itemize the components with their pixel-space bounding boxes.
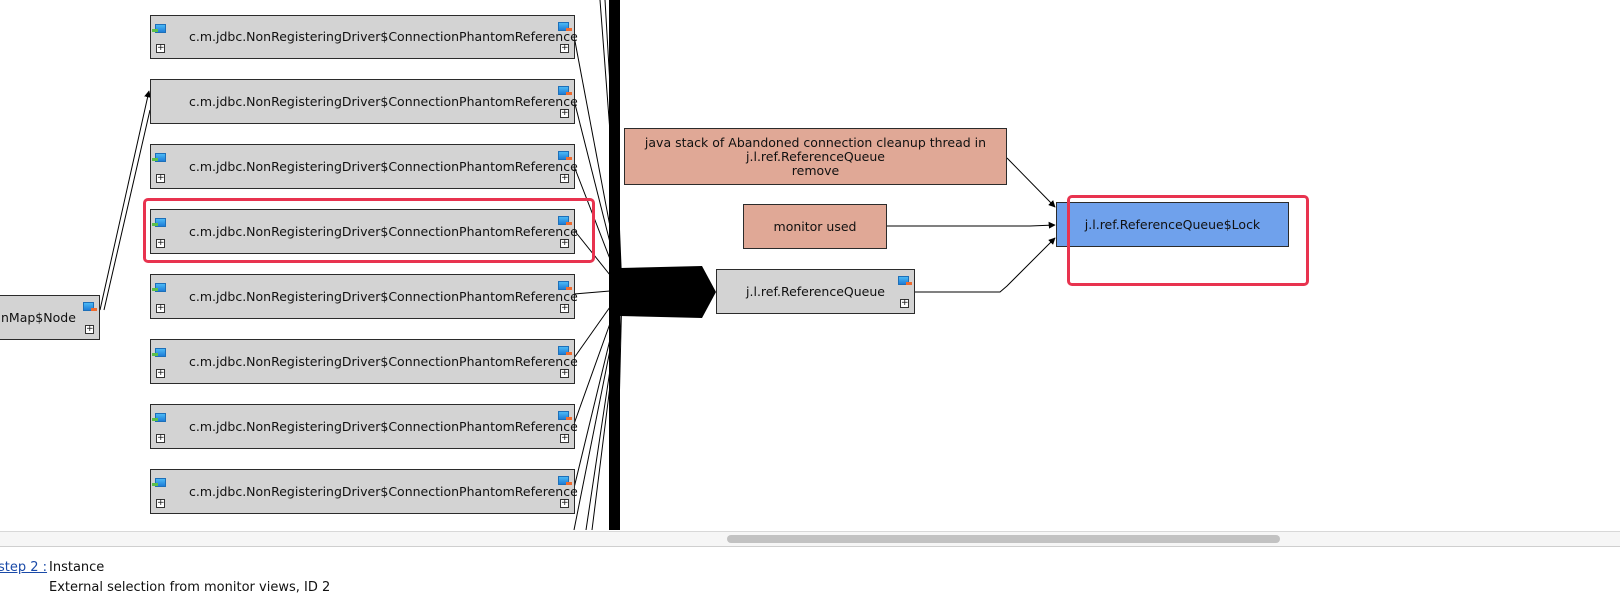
node-label: c.m.jdbc.NonRegisteringDriver$Connection… [189, 418, 578, 434]
expand-icon[interactable] [560, 174, 569, 183]
node-label: c.m.jdbc.NonRegisteringDriver$Connection… [189, 93, 578, 109]
hashmap-node[interactable]: nMap$Node [0, 295, 100, 340]
expand-icon[interactable] [85, 325, 94, 334]
object-graph[interactable]: nMap$Node c.m.jdbc.NonRegisteringDriver$… [0, 0, 1620, 530]
outgoing-refs-icon[interactable] [898, 276, 912, 285]
node-label: c.m.jdbc.NonRegisteringDriver$Connection… [189, 353, 578, 369]
outgoing-refs-icon[interactable] [558, 22, 572, 31]
expand-icon[interactable] [560, 499, 569, 508]
node-label: c.m.jdbc.NonRegisteringDriver$Connection… [189, 158, 578, 174]
expand-icon[interactable] [156, 434, 165, 443]
step-type: Instance [49, 560, 105, 575]
outgoing-refs-icon[interactable] [83, 302, 97, 311]
expand-icon[interactable] [560, 369, 569, 378]
incoming-refs-icon[interactable] [152, 24, 166, 33]
java-stack-line-2: j.l.ref.ReferenceQueue [746, 148, 885, 164]
expand-icon[interactable] [900, 299, 909, 308]
expand-icon[interactable] [560, 239, 569, 248]
scrollbar-thumb[interactable] [727, 535, 1280, 543]
expand-icon[interactable] [156, 239, 165, 248]
phantom-reference-node[interactable]: c.m.jdbc.NonRegisteringDriver$Connection… [150, 404, 578, 449]
hashmap-node-label: nMap$Node [1, 309, 76, 325]
step-detail: External selection from monitor views, I… [49, 580, 331, 595]
java-stack-node[interactable]: java stack of Abandoned connection clean… [624, 128, 1007, 185]
expand-icon[interactable] [156, 174, 165, 183]
phantom-reference-node[interactable]: c.m.jdbc.NonRegisteringDriver$Connection… [150, 469, 578, 514]
graph-edges [99, 0, 1056, 530]
horizontal-scrollbar[interactable] [0, 531, 1620, 547]
expand-icon[interactable] [560, 109, 569, 118]
outgoing-refs-icon[interactable] [558, 476, 572, 485]
node-label: c.m.jdbc.NonRegisteringDriver$Connection… [189, 288, 578, 304]
outgoing-refs-icon[interactable] [558, 281, 572, 290]
outgoing-refs-icon[interactable] [558, 346, 572, 355]
node-label: c.m.jdbc.NonRegisteringDriver$Connection… [189, 223, 578, 239]
node-label: c.m.jdbc.NonRegisteringDriver$Connection… [189, 29, 578, 44]
step-link[interactable]: step 2 : [0, 560, 48, 575]
incoming-refs-icon[interactable] [152, 478, 166, 487]
expand-icon[interactable] [156, 369, 165, 378]
reference-queue-label: j.l.ref.ReferenceQueue [746, 283, 885, 299]
node-label: c.m.jdbc.NonRegisteringDriver$Connection… [189, 483, 578, 499]
monitor-used-node[interactable]: monitor used [743, 204, 887, 249]
outgoing-refs-icon[interactable] [558, 86, 572, 95]
java-stack-line-3: remove [791, 162, 840, 178]
phantom-reference-node[interactable]: c.m.jdbc.NonRegisteringDriver$Connection… [150, 15, 578, 59]
outgoing-refs-icon[interactable] [558, 411, 572, 420]
selection-highlight [143, 198, 595, 263]
phantom-reference-node-selected[interactable]: c.m.jdbc.NonRegisteringDriver$Connection… [150, 209, 578, 254]
reference-queue-lock-label: j.l.ref.ReferenceQueue$Lock [1084, 216, 1261, 232]
incoming-refs-icon[interactable] [152, 283, 166, 292]
phantom-reference-node[interactable]: c.m.jdbc.NonRegisteringDriver$Connection… [150, 339, 578, 384]
outgoing-refs-icon[interactable] [558, 151, 572, 160]
outgoing-refs-icon[interactable] [558, 216, 572, 225]
incoming-refs-icon[interactable] [152, 348, 166, 357]
incoming-refs-icon[interactable] [152, 153, 166, 162]
phantom-reference-node[interactable]: c.m.jdbc.NonRegisteringDriver$Connection… [150, 274, 578, 319]
expand-icon[interactable] [156, 44, 165, 53]
expand-icon[interactable] [156, 304, 165, 313]
step-panel: step 2 : Instance External selection fro… [0, 547, 1620, 595]
expand-icon[interactable] [560, 304, 569, 313]
reference-queue-lock-node[interactable]: j.l.ref.ReferenceQueue$Lock [1056, 202, 1289, 247]
reference-queue-node[interactable]: j.l.ref.ReferenceQueue [716, 269, 915, 314]
phantom-reference-node[interactable]: c.m.jdbc.NonRegisteringDriver$Connection… [150, 79, 578, 124]
phantom-reference-node[interactable]: c.m.jdbc.NonRegisteringDriver$Connection… [150, 144, 578, 189]
expand-icon[interactable] [560, 44, 569, 53]
expand-icon[interactable] [156, 499, 165, 508]
incoming-refs-icon[interactable] [152, 218, 166, 227]
incoming-refs-icon[interactable] [152, 413, 166, 422]
lock-highlight [1067, 195, 1309, 286]
expand-icon[interactable] [560, 434, 569, 443]
java-stack-line-1: java stack of Abandoned connection clean… [644, 134, 987, 150]
monitor-used-label: monitor used [773, 218, 857, 234]
